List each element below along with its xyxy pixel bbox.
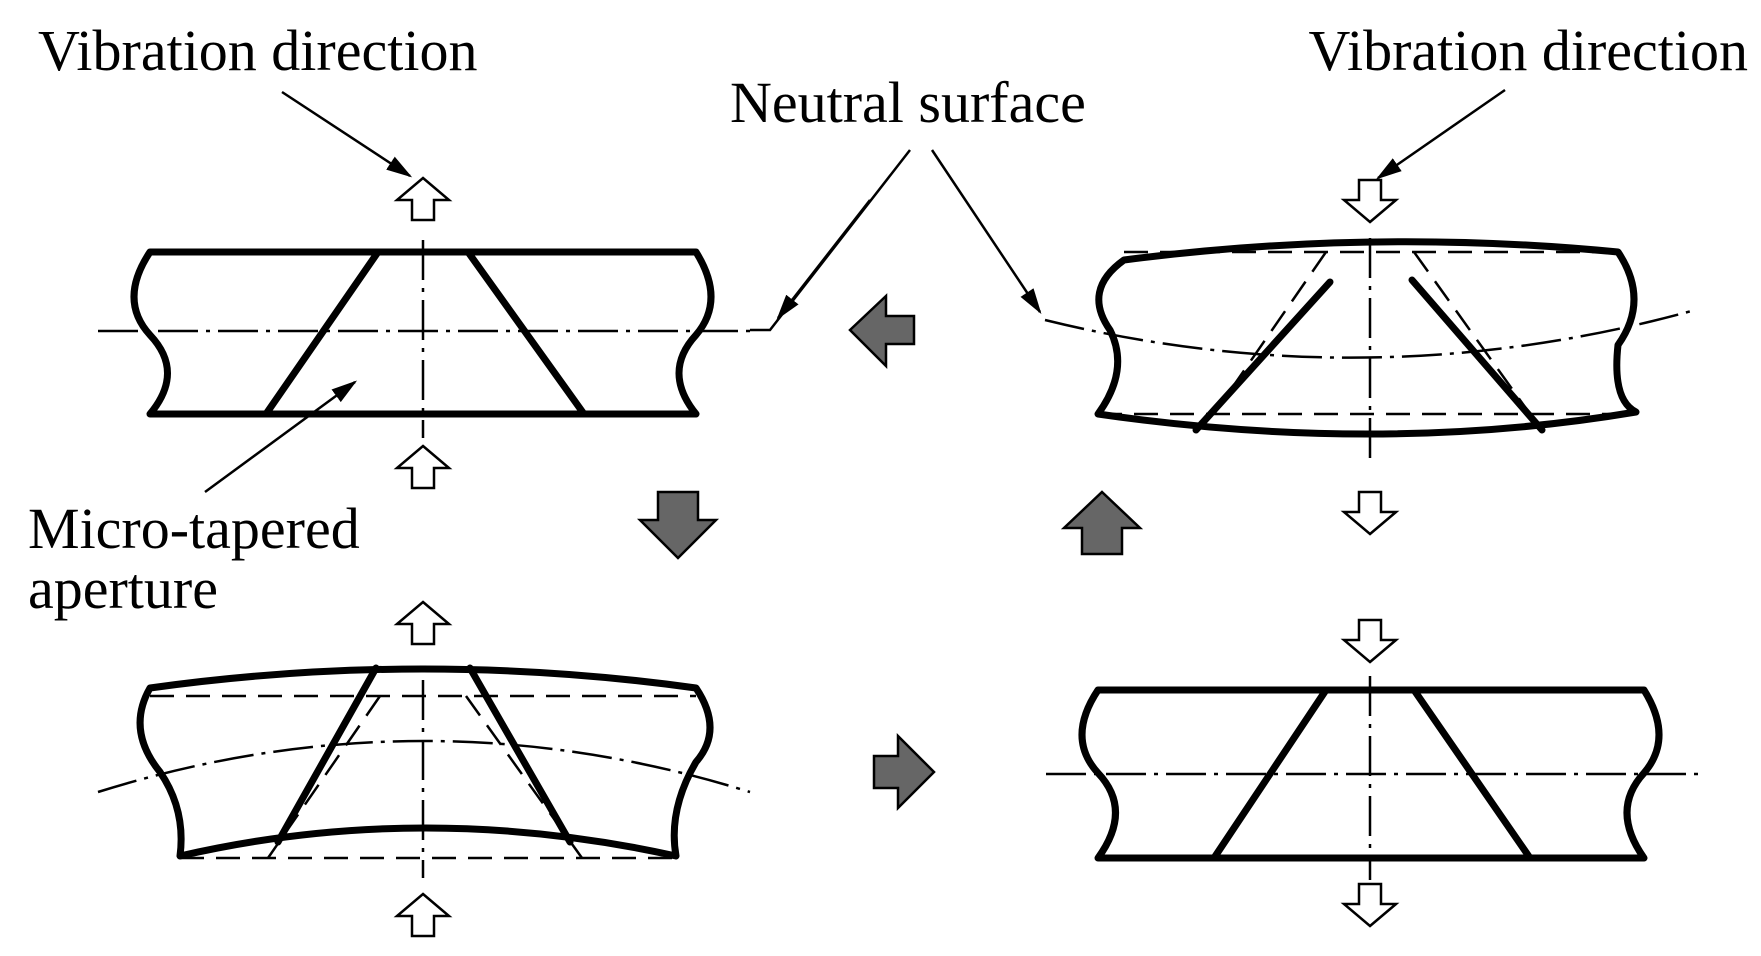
aperture-wall-left: [274, 664, 380, 846]
panel-bottom-left-bent-up: [97, 664, 751, 878]
panel-bottom-right-flat-plate: [1046, 676, 1698, 880]
neutral-surface-label: Neutral surface: [730, 70, 1086, 135]
panel-top-left-flat-plate: [98, 240, 750, 438]
original-wall-right-dash: [1412, 251, 1532, 415]
plate-outline: [1078, 686, 1663, 862]
process-left-arrow-icon: [848, 293, 916, 370]
aperture-wall-left: [262, 248, 382, 418]
vibration-up-arrow-icon: [393, 892, 453, 938]
aperture-wall-right: [1408, 276, 1546, 434]
process-right-arrow-icon: [872, 732, 936, 812]
process-up-arrow-icon: [1060, 490, 1144, 556]
process-down-arrow-icon: [636, 490, 720, 560]
vibration-direction-label-left: Vibration direction: [38, 18, 477, 83]
panel-top-right-bent-down: [1044, 238, 1696, 464]
process-arrows: [636, 293, 1144, 812]
aperture-label: aperture: [28, 556, 218, 621]
plate-outline: [136, 665, 714, 860]
vibration-down-arrow-icon: [1340, 882, 1400, 928]
plate-outline: [130, 248, 715, 418]
neutral-curve: [1044, 308, 1696, 359]
leader-neutral-left-arrow: [776, 199, 871, 321]
vibration-down-arrow-icon: [1340, 490, 1400, 536]
vibration-direction-label-right: Vibration direction: [1309, 18, 1748, 83]
leader-vibration-left: [281, 90, 413, 178]
aperture-wall-left: [1210, 686, 1330, 862]
vibration-up-arrow-icon: [393, 444, 453, 490]
leader-micro-tapered: [204, 380, 358, 494]
aperture-wall-right: [466, 664, 574, 846]
vibration-down-arrow-icon: [1340, 178, 1400, 224]
aperture-wall-right: [464, 248, 588, 418]
vibration-arrows: [393, 176, 1400, 938]
leader-vibration-right: [1375, 88, 1506, 180]
plate-outline: [1094, 238, 1640, 438]
micro-tapered-label: Micro-tapered: [28, 496, 360, 561]
aperture-wall-left: [1192, 278, 1334, 434]
leader-neutral-right: [930, 149, 1042, 315]
vibration-up-arrow-icon: [393, 176, 453, 222]
vibration-down-arrow-icon: [1340, 618, 1400, 664]
vibration-up-arrow-icon: [393, 600, 453, 646]
